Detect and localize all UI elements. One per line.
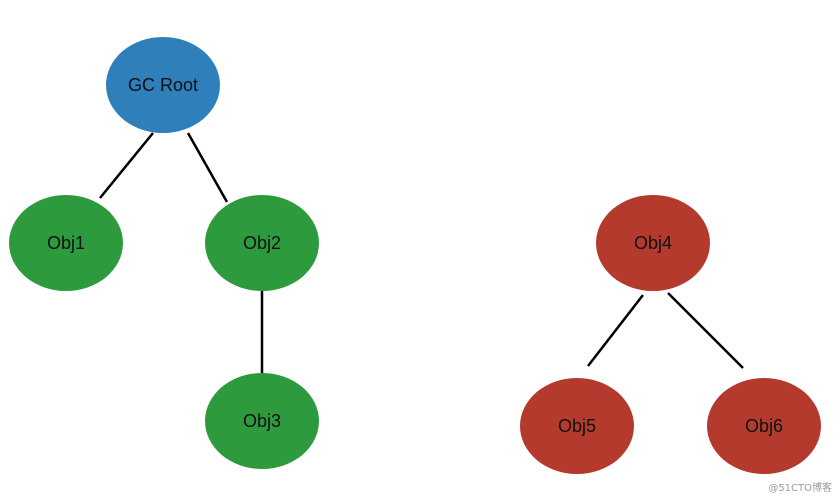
node-gc-root-label: GC Root [128,75,198,95]
node-obj4-label: Obj4 [634,233,672,253]
node-obj6: Obj6 [707,378,821,474]
edge-obj4-to-obj5 [587,294,644,367]
node-gc-root: GC Root [106,37,220,133]
node-obj5-circle [520,378,634,474]
edge-obj4-to-obj6 [667,292,744,369]
node-obj2-label: Obj2 [243,233,281,253]
edges-layer [99,132,744,374]
watermark-text: @51CTO博客 [768,483,832,494]
node-obj2: Obj2 [205,195,319,291]
node-gc-root-circle [106,37,220,133]
node-obj5-label: Obj5 [558,416,596,436]
node-obj6-label: Obj6 [745,416,783,436]
node-obj1: Obj1 [9,195,123,291]
node-obj4: Obj4 [596,195,710,291]
node-obj1-circle [9,195,123,291]
node-obj5: Obj5 [520,378,634,474]
edge-gc-root-to-obj2 [186,132,229,203]
node-obj4-circle [596,195,710,291]
node-obj3-label: Obj3 [243,411,281,431]
node-obj3-circle [205,373,319,469]
node-obj3: Obj3 [205,373,319,469]
node-obj2-circle [205,195,319,291]
node-obj6-circle [707,378,821,474]
node-obj1-label: Obj1 [47,233,85,253]
edge-gc-root-to-obj1 [99,132,154,199]
